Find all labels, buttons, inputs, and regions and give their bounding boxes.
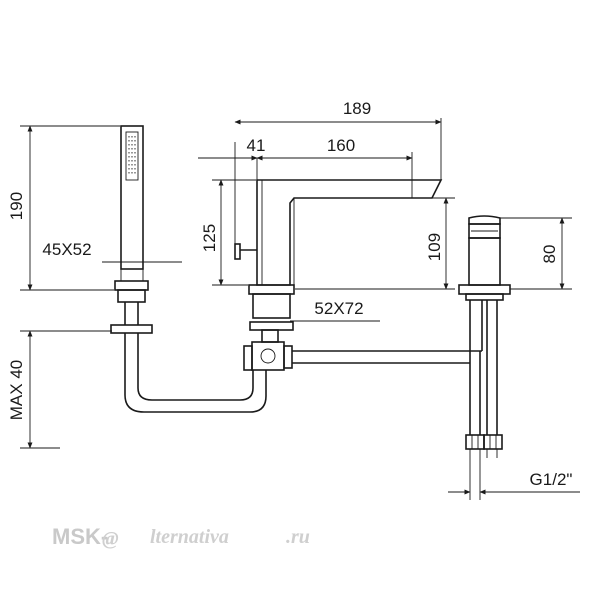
dim-body-base: 52X72 <box>314 299 363 318</box>
dim-spout-reach: 160 <box>327 136 355 155</box>
dim-offset: 41 <box>247 136 266 155</box>
dim-max-depth: MAX 40 <box>7 360 26 420</box>
dimension-labels: 189 41 160 125 109 80 190 45X52 52X72 MA… <box>7 99 572 489</box>
dim-spout-height: 125 <box>200 224 219 252</box>
hand-shower <box>110 125 153 334</box>
watermark: MSK- @ lternativa .ru <box>52 524 310 550</box>
dimension-lines <box>20 118 580 500</box>
watermark-brand: MSK- <box>52 524 108 549</box>
shower-hose <box>124 333 267 413</box>
mixer-body <box>234 179 443 343</box>
dim-shower-length: 190 <box>7 192 26 220</box>
mixer-connector <box>243 300 483 371</box>
dim-shower-base: 45X52 <box>42 240 91 259</box>
diverter-valve <box>458 215 511 458</box>
watermark-suffix: lternativa <box>150 526 229 548</box>
dim-valve-height: 80 <box>540 245 559 264</box>
dim-connection: G1/2" <box>530 470 573 489</box>
watermark-symbol: @ <box>102 528 119 550</box>
dim-body-height: 109 <box>425 233 444 261</box>
watermark-tld: .ru <box>286 526 310 548</box>
dim-overall-length: 189 <box>343 99 371 118</box>
